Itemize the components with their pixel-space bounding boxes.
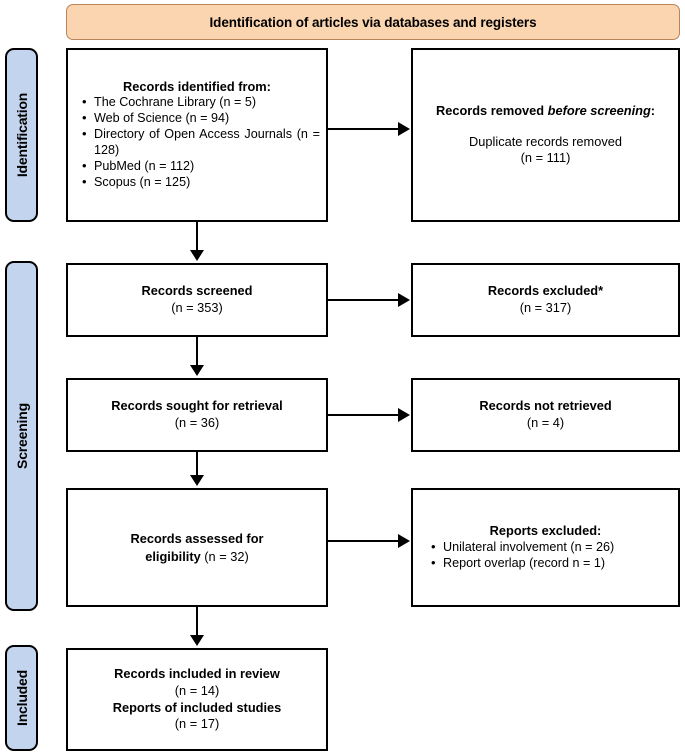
box-records-not-retrieved-count: (n = 4) xyxy=(526,415,565,430)
list-item: Directory of Open Access Journals (n = 1… xyxy=(82,126,320,159)
box-records-screened-count: (n = 353) xyxy=(171,300,223,315)
connector-identified-to-screened xyxy=(196,222,198,252)
header-banner: Identification of articles via databases… xyxy=(66,4,680,40)
connector-identified-to-removed xyxy=(328,128,400,130)
arrowhead-down-icon xyxy=(190,250,204,261)
box-records-assessed-count: (n = 32) xyxy=(200,548,249,564)
box-records-removed: Records removed before screening: Duplic… xyxy=(411,48,680,222)
stage-label-screening: Screening xyxy=(5,261,38,611)
box-records-excluded-title: Records excluded* xyxy=(487,283,604,299)
box-reports-excluded-title: Reports excluded: xyxy=(489,523,602,539)
box-records-not-retrieved-title: Records not retrieved xyxy=(479,398,612,414)
box-reports-excluded: Reports excluded: Unilateral involvement… xyxy=(411,488,680,607)
box-records-screened: Records screened (n = 353) xyxy=(66,263,328,337)
list-item: Report overlap (record n = 1) xyxy=(431,555,672,572)
box-records-included-line3: Reports of included studies xyxy=(112,699,282,715)
box-records-not-retrieved: Records not retrieved (n = 4) xyxy=(411,378,680,452)
box-records-assessed-line2: eligibility (n = 32) xyxy=(145,548,248,565)
box-records-assessed-title-line2: eligibility xyxy=(145,548,201,564)
box-records-included: Records included in review (n = 14) Repo… xyxy=(66,648,328,751)
box-records-excluded-count: (n = 317) xyxy=(519,300,572,315)
arrowhead-right-icon xyxy=(398,534,410,548)
list-item: Unilateral involvement (n = 26) xyxy=(431,539,672,556)
box-records-identified: Records identified from: The Cochrane Li… xyxy=(66,48,328,222)
stage-label-screening-text: Screening xyxy=(13,403,30,469)
box-records-removed-line2: (n = 111) xyxy=(520,150,571,166)
connector-assessed-to-reports-excluded xyxy=(328,540,400,542)
stage-label-identification: Identification xyxy=(5,48,38,222)
box-records-removed-title-post: : xyxy=(650,103,656,119)
box-records-identified-title: Records identified from: xyxy=(123,78,271,94)
list-item: PubMed (n = 112) xyxy=(82,158,320,175)
box-records-included-line2: (n = 14) xyxy=(174,682,220,698)
stage-label-included-text: Included xyxy=(13,670,30,726)
box-records-sought-count: (n = 36) xyxy=(174,415,220,430)
box-records-removed-title-pre: Records removed xyxy=(435,103,548,119)
box-records-sought-title: Records sought for retrieval xyxy=(111,398,283,414)
connector-sought-to-assessed xyxy=(196,452,198,477)
box-records-included-line4: (n = 17) xyxy=(174,716,220,732)
box-reports-excluded-list: Unilateral involvement (n = 26) Report o… xyxy=(413,539,678,572)
arrowhead-right-icon xyxy=(398,293,410,307)
list-item: Scopus (n = 125) xyxy=(82,174,320,191)
box-records-screened-title: Records screened xyxy=(141,283,253,299)
arrowhead-right-icon xyxy=(398,408,410,422)
connector-screened-to-excluded xyxy=(328,299,400,301)
box-records-excluded: Records excluded* (n = 317) xyxy=(411,263,680,337)
connector-assessed-to-included xyxy=(196,607,198,637)
stage-label-included: Included xyxy=(5,645,38,751)
connector-screened-to-sought xyxy=(196,337,198,367)
list-item: Web of Science (n = 94) xyxy=(82,110,320,127)
box-records-identified-list: The Cochrane Library (n = 5) Web of Scie… xyxy=(68,94,326,191)
arrowhead-down-icon xyxy=(190,365,204,376)
box-records-assessed: Records assessed for eligibility (n = 32… xyxy=(66,488,328,607)
banner-title: Identification of articles via databases… xyxy=(209,14,537,30)
connector-sought-to-not-retrieved xyxy=(328,414,400,416)
box-records-assessed-line1: Records assessed for xyxy=(130,530,263,547)
box-records-sought: Records sought for retrieval (n = 36) xyxy=(66,378,328,452)
arrowhead-down-icon xyxy=(190,635,204,646)
arrowhead-right-icon xyxy=(398,122,410,136)
box-records-assessed-title-line1: Records assessed for xyxy=(130,531,264,547)
stage-label-identification-text: Identification xyxy=(13,92,30,178)
box-records-included-line1: Records included in review xyxy=(114,666,280,682)
box-records-removed-line1: Duplicate records removed xyxy=(469,133,622,149)
list-item: The Cochrane Library (n = 5) xyxy=(82,94,320,111)
arrowhead-down-icon xyxy=(190,475,204,486)
box-records-removed-title-emphasis: before screening xyxy=(547,103,651,119)
box-records-removed-title: Records removed before screening: xyxy=(414,103,677,120)
